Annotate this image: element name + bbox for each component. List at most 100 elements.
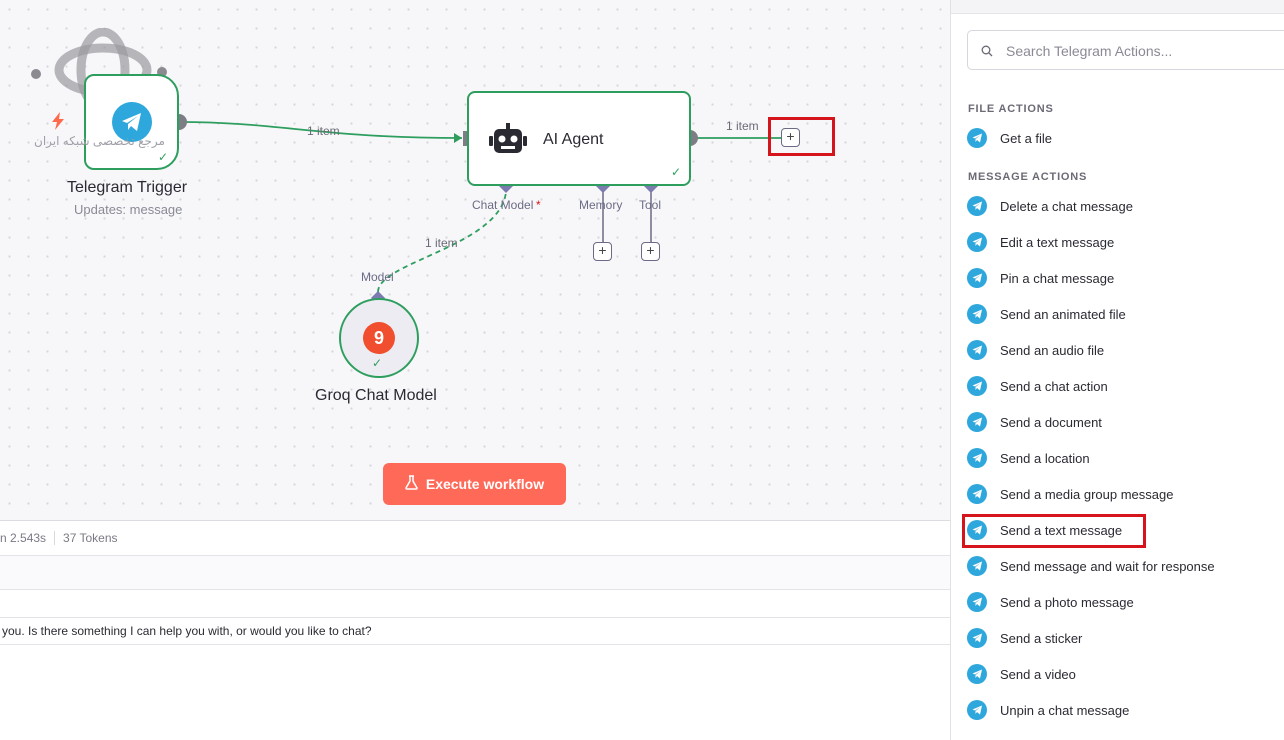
action-item-label: Send a text message [1000,522,1123,538]
check-icon: ✓ [671,165,682,179]
action-item-label: Send an animated file [1000,306,1126,322]
telegram-icon [967,700,987,720]
edge-model-to-agent[interactable] [377,191,507,293]
action-item[interactable]: Send message and wait for response [967,551,1277,581]
action-item[interactable]: Get a file [967,123,1277,153]
telegram-node-title: Telegram Trigger [67,179,188,196]
robot-icon [489,123,527,162]
telegram-icon [967,628,987,648]
action-item[interactable]: Send an audio file [967,335,1277,365]
action-item-label: Edit a text message [1000,234,1115,250]
search-icon [981,44,993,62]
port-label-memory: Memory [579,198,622,212]
action-item[interactable]: Send an animated file [967,299,1277,329]
check-icon: ✓ [372,356,383,370]
action-item[interactable]: Send a photo message [967,587,1277,617]
action-item-label: Send a location [1000,450,1090,466]
action-item[interactable]: Send a text message [967,515,1277,545]
edge-label-trigger: 1 item [307,124,340,138]
section-title: MESSAGE ACTIONS [968,171,1088,183]
port-label-tool: Tool [639,198,661,212]
action-item-label: Unpin a chat message [1000,702,1130,718]
groq-logo-icon: 9 [363,322,395,354]
action-item[interactable]: Send a location [967,443,1277,473]
telegram-icon [967,128,987,148]
action-item-label: Send a media group message [1000,486,1174,502]
action-item-label: Send a sticker [1000,630,1083,646]
action-item[interactable]: Unpin a chat message [967,695,1277,725]
edge-label-model: 1 item [425,236,458,250]
groq-node-title: Groq Chat Model [315,387,437,404]
action-item[interactable]: Send a sticker [967,623,1277,653]
output-panel: n 2.543s 37 Tokens you. Is there somethi… [0,520,950,740]
telegram-icon [967,232,987,252]
telegram-icon [967,340,987,360]
section-title: FILE ACTIONS [968,103,1054,115]
port-label-model: Model [361,270,394,284]
action-item[interactable]: Delete a chat message [967,191,1277,221]
telegram-icon [967,556,987,576]
telegram-icon [967,484,987,504]
response-text: you. Is there something I can help you w… [2,624,372,638]
action-item[interactable]: Send a chat action [967,371,1277,401]
chat-response-message: you. Is there something I can help you w… [0,618,950,645]
telegram-icon [967,412,987,432]
run-stats: n 2.543s 37 Tokens [0,521,950,556]
telegram-icon [967,592,987,612]
action-item-label: Send a chat action [1000,378,1108,394]
panel-header-strip [951,0,1284,14]
action-item[interactable]: Pin a chat message [967,263,1277,293]
action-item[interactable]: Send a video [967,659,1277,689]
groq-chat-model-node[interactable]: 9 ✓ [339,298,419,378]
panel-row [0,556,950,590]
add-memory-button[interactable]: + [593,242,612,261]
token-count: 37 Tokens [63,531,118,545]
port-label-chat-model: Chat Model [472,198,533,212]
agent-node-title: AI Agent [543,131,604,148]
telegram-icon [967,376,987,396]
stats-separator [54,531,56,545]
flask-icon [405,475,418,493]
action-item[interactable]: Send a document [967,407,1277,437]
action-item[interactable]: Edit a text message [967,227,1277,257]
edge-trigger-to-agent[interactable] [178,121,463,139]
action-item-label: Get a file [1000,130,1053,146]
telegram-icon [967,448,987,468]
add-node-button[interactable]: + [781,128,800,147]
run-duration: n 2.543s [0,531,47,545]
workflow-canvas[interactable]: 1 item 1 item 1 item Chat Model * Memory… [0,0,950,520]
action-item-label: Delete a chat message [1000,198,1133,214]
ai-agent-node[interactable]: AI Agent ✓ [467,91,691,186]
watermark-text: مرجع تخصصی شبکه ایران [34,134,165,148]
action-item-label: Send a photo message [1000,594,1134,610]
add-tool-button[interactable]: + [641,242,660,261]
action-item-label: Send message and wait for response [1000,558,1215,574]
execute-workflow-label: Execute workflow [425,476,545,492]
telegram-trigger-node[interactable]: ✓ [84,74,179,170]
highlight-box-add [768,117,835,156]
check-icon: ✓ [158,150,169,164]
action-item-label: Send a document [1000,414,1102,430]
search-input[interactable] [1006,39,1284,63]
action-item-label: Send an audio file [1000,342,1105,358]
action-item-label: Send a video [1000,666,1076,682]
telegram-icon [967,664,987,684]
required-asterisk: * [536,198,541,212]
telegram-icon [967,268,987,288]
edge-arrowhead [454,133,462,143]
edge-label-agent-output: 1 item [726,119,759,133]
telegram-icon [967,304,987,324]
search-box[interactable] [967,30,1284,70]
action-item[interactable]: Send a media group message [967,479,1277,509]
telegram-icon [967,196,987,216]
action-item-label: Pin a chat message [1000,270,1115,286]
highlight-box-send-text [962,514,1146,548]
agent-input-handle[interactable] [463,131,470,146]
execute-workflow-button[interactable]: Execute workflow [383,463,566,505]
telegram-icon [967,520,987,540]
panel-row [0,590,950,618]
bolt-icon [51,112,65,135]
telegram-icon [112,102,152,142]
telegram-node-subtitle: Updates: message [74,202,183,217]
